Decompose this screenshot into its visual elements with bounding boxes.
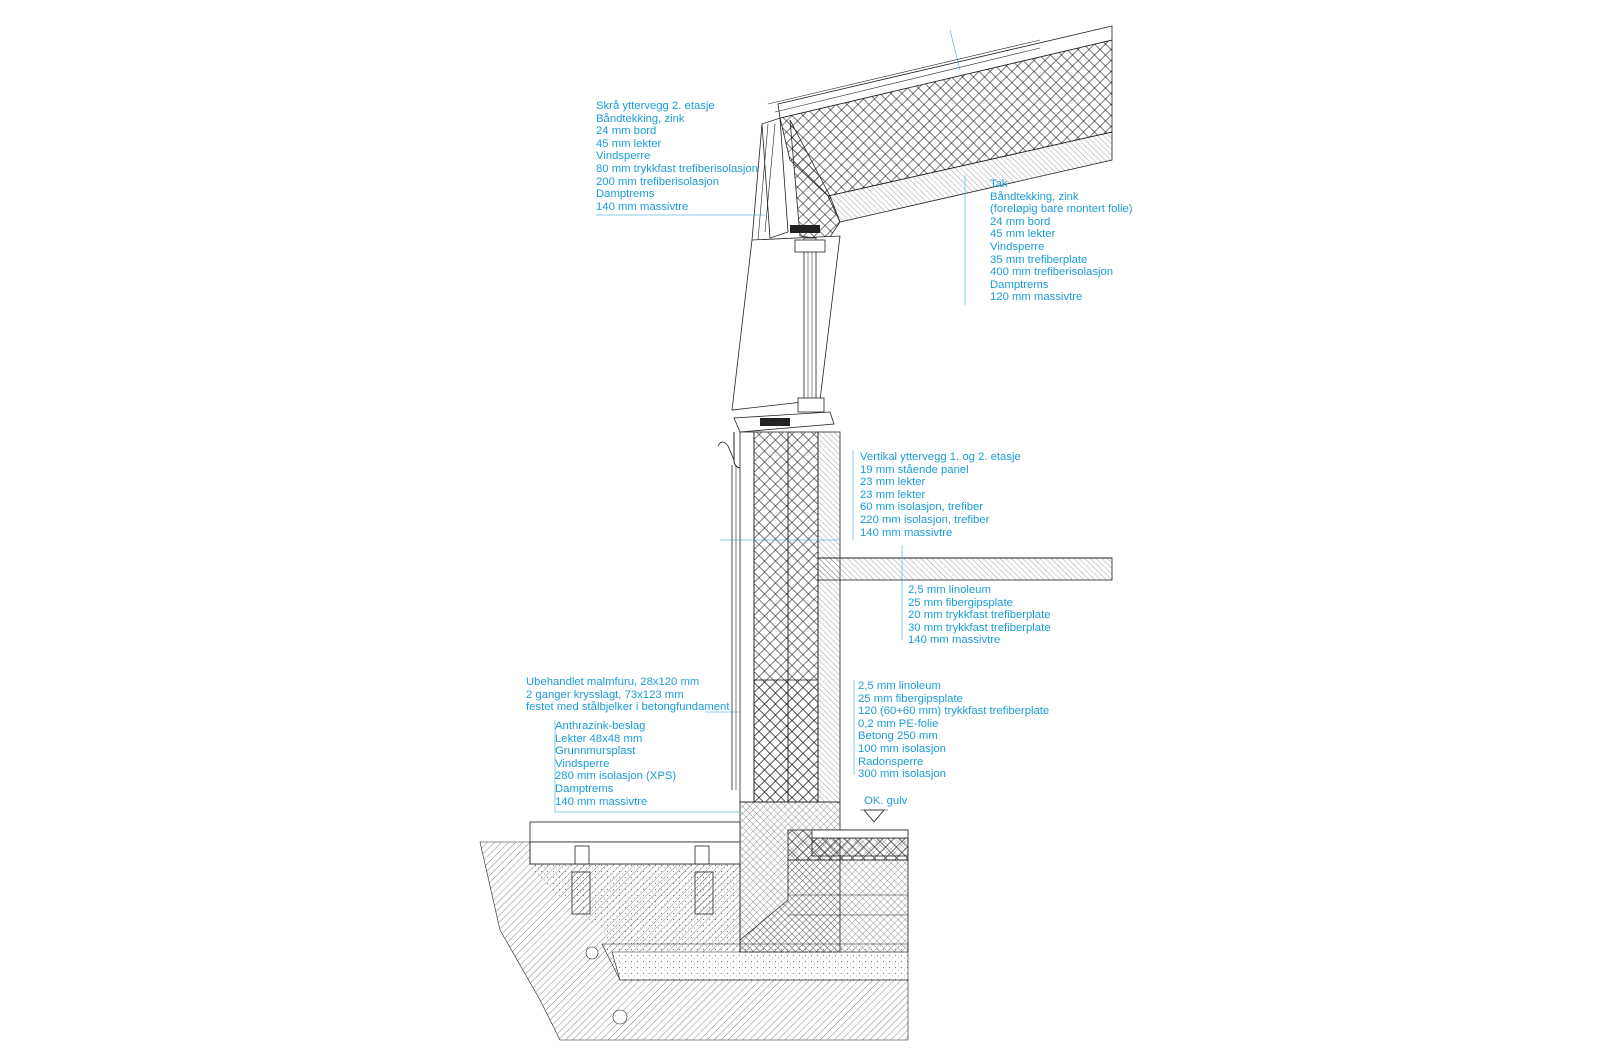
floor-deck-notes: 2,5 mm linoleum 25 mm fibergipsplate 20 …: [908, 584, 1051, 647]
note-line: 80 mm trykkfast trefiberisolasjon: [596, 162, 758, 175]
note-line: Lekter 48x48 mm: [555, 732, 643, 745]
ground-soil: [479, 841, 909, 1041]
ground-slab-notes: 2,5 mm linoleum 25 mm fibergipsplate 120…: [858, 680, 1049, 781]
plinth-and-foundation: [739, 679, 909, 953]
note-line: Vindsperre: [555, 757, 610, 770]
sloped-wall-notes: Skrå yttervegg 2. etasje Båndtekking, zi…: [596, 100, 758, 213]
note-line: Båndtekking, zink: [990, 190, 1079, 203]
sloped-wall-title: Skrå yttervegg 2. etasje: [596, 100, 715, 112]
roof-notes: Tak Båndtekking, zink (foreløpig bare mo…: [990, 178, 1133, 304]
note-line: 60 mm isolasjon, trefiber: [860, 501, 984, 514]
note-line: 23 mm lekter: [860, 476, 926, 489]
roof-assembly: [767, 25, 1113, 223]
note-line: 23 mm lekter: [860, 488, 926, 501]
sloped-wall-assembly: [751, 117, 841, 241]
note-line: 0,2 mm PE-folie: [858, 717, 939, 730]
note-line: 24 mm bord: [596, 125, 657, 138]
note-line: Vindsperre: [990, 240, 1045, 253]
note-line: 35 mm trefiberplate: [990, 253, 1088, 266]
note-line: 220 mm isolasjon, trefiber: [860, 513, 990, 526]
note-line: Anthrazink-beslag: [555, 720, 646, 732]
note-line: 45 mm lekter: [596, 137, 662, 150]
note-line: 280 mm isolasjon (XPS): [555, 770, 677, 783]
note-line: 120 mm massivtre: [990, 291, 1083, 304]
note-line: Ubehandlet malmfuru, 28x120 mm: [526, 676, 700, 688]
plinth-notes: Anthrazink-beslag Lekter 48x48 mm Grunnm…: [555, 720, 676, 808]
note-line: 19 mm stående panel: [860, 463, 969, 476]
note-line: 400 mm trefiberisolasjon: [990, 266, 1114, 279]
note-line: 25 mm fibergipsplate: [908, 596, 1013, 609]
note-line: 140 mm massivtre: [860, 526, 953, 539]
note-line: 300 mm isolasjon: [858, 768, 946, 781]
note-line: 200 mm trefiberisolasjon: [596, 175, 720, 188]
note-line: 45 mm lekter: [990, 228, 1056, 241]
vertical-wall-title: Vertikal yttervegg 1. og 2. etasje: [860, 451, 1021, 463]
note-line: (foreløpig bare montert folie): [990, 203, 1133, 216]
note-line: Damptrems: [990, 278, 1049, 291]
intermediate-floor-deck: [817, 545, 1113, 640]
sloped-window: [731, 235, 841, 413]
note-line: Grunnmursplast: [555, 745, 636, 758]
note-line: 2 ganger krysslagt, 73x123 mm: [526, 688, 684, 701]
note-line: 30 mm trykkfast trefiberplate: [908, 621, 1051, 634]
note-line: 140 mm massivtre: [908, 634, 1001, 647]
note-line: 140 mm massivtre: [555, 795, 648, 808]
vertical-wall-notes: Vertikal yttervegg 1. og 2. etasje 19 mm…: [860, 451, 1021, 539]
note-line: 24 mm bord: [990, 215, 1051, 228]
note-line: Damptrems: [555, 782, 614, 795]
note-line: festet med stålbjelker i betongfundament: [526, 701, 730, 714]
note-line: 100 mm isolasjon: [858, 742, 946, 755]
note-line: Vindsperre: [596, 150, 651, 163]
note-line: Båndtekking, zink: [596, 112, 685, 125]
annotation-leaders: [554, 175, 966, 813]
note-line: Damptrems: [596, 188, 655, 201]
note-line: 20 mm trykkfast trefiberplate: [908, 609, 1051, 622]
note-line: 25 mm fibergipsplate: [858, 692, 963, 705]
note-line: Betong 250 mm: [858, 730, 938, 743]
note-line: Radonsperre: [858, 755, 924, 768]
floor-level-marker: [860, 809, 888, 823]
note-line: 2,5 mm linoleum: [908, 584, 991, 596]
note-line: 140 mm massivtre: [596, 200, 689, 213]
note-line: 2,5 mm linoleum: [858, 680, 941, 692]
terrace-notes: Ubehandlet malmfuru, 28x120 mm 2 ganger …: [526, 676, 729, 714]
note-line: 120 (60+60 mm) trykkfast trefiberplate: [858, 705, 1050, 718]
floor-level-label: OK. gulv: [864, 795, 908, 807]
roof-title: Tak: [990, 178, 1008, 190]
